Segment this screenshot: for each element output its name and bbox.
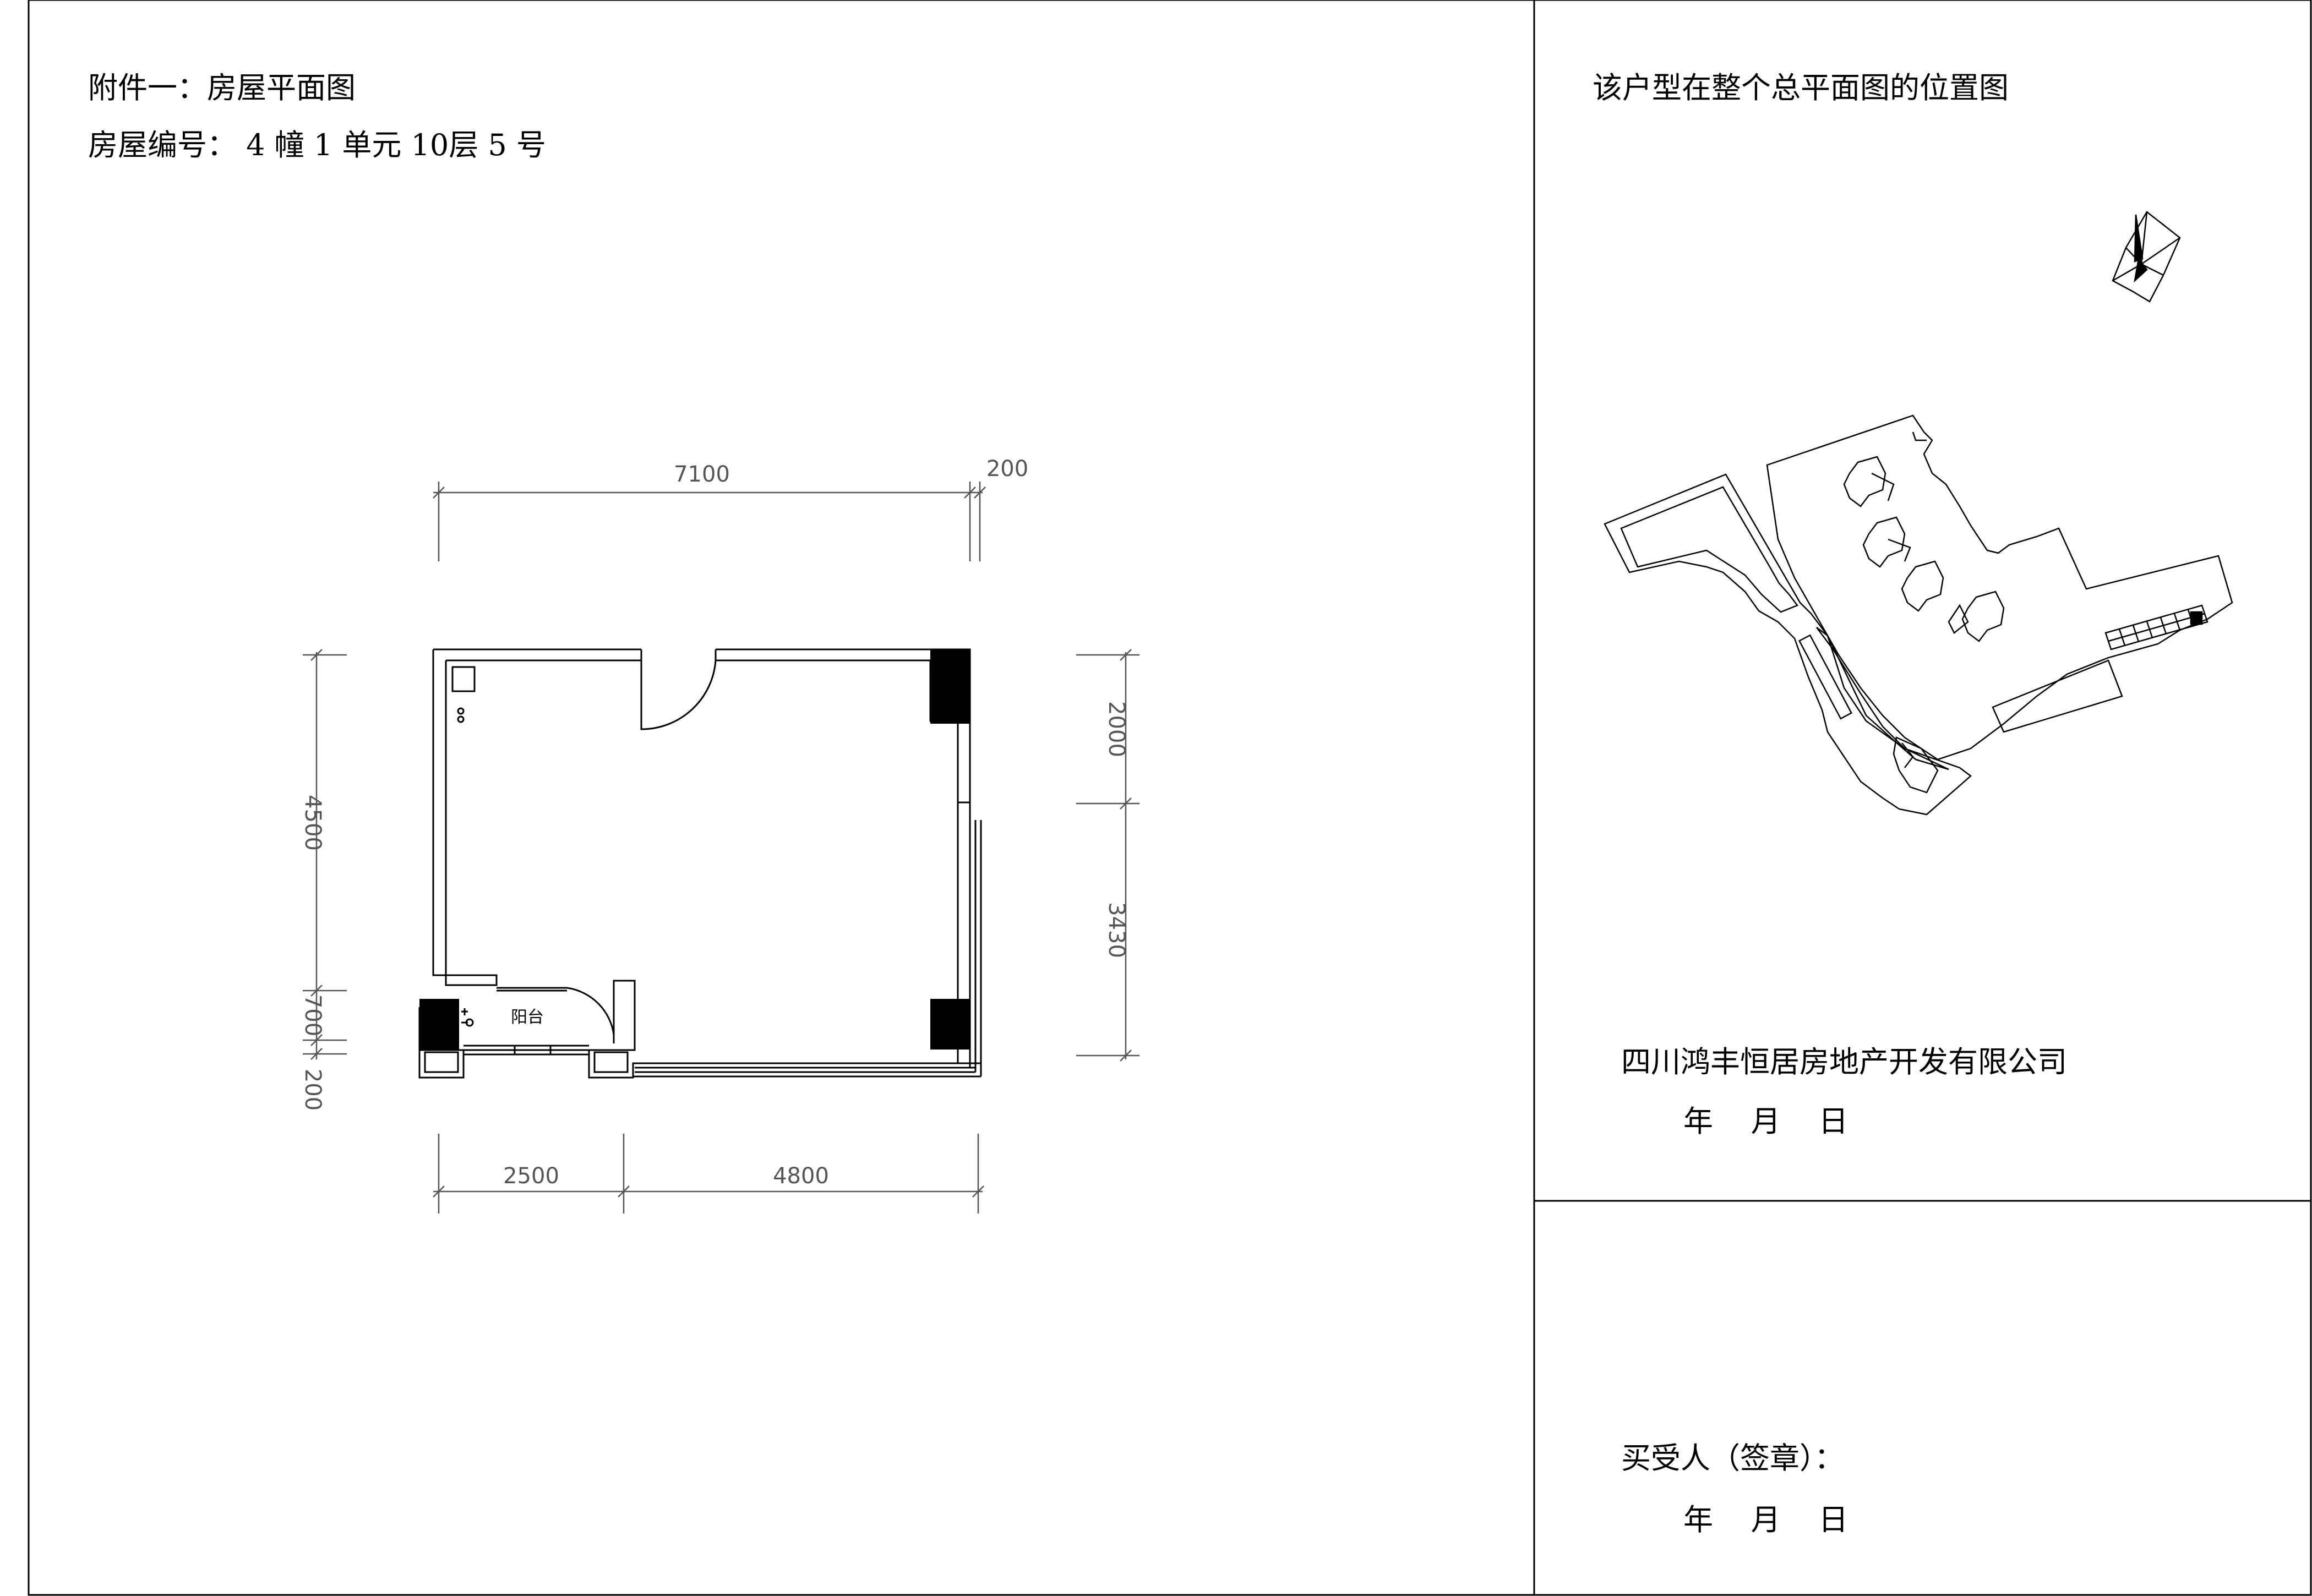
column-top-right — [930, 649, 970, 724]
column-bottom-right — [930, 999, 970, 1050]
dim-left-700: 700 — [300, 994, 325, 1036]
site-plan — [1604, 414, 2233, 816]
balcony-label: 阳台 — [511, 1008, 544, 1027]
dimension-bottom — [433, 1134, 984, 1214]
dim-right-2000: 2000 — [1104, 701, 1129, 757]
attachment-title: 附件一：房屋平面图 — [88, 70, 356, 105]
buyer-signature: 买受人（签章）： — [1621, 1441, 1844, 1475]
company-name: 四川鸿丰恒居房地产开发有限公司 — [1621, 1045, 2067, 1079]
walls — [418, 648, 982, 1079]
column-bottom-left — [419, 999, 459, 1050]
dim-top-200: 200 — [986, 456, 1028, 482]
north-arrow-icon — [2112, 211, 2181, 303]
dimension-top — [433, 482, 986, 561]
floor-plan: 阳台 7100 200 4500 700 200 — [300, 456, 1139, 1214]
house-number: 房屋编号： 4 幢 1 单元 10层 5 号 — [88, 128, 546, 162]
location-title: 该户型在整个总平面图的位置图 — [1593, 70, 2009, 105]
door-swings — [497, 660, 717, 1035]
dim-left-4500: 4500 — [300, 795, 325, 851]
target-building — [2104, 604, 2209, 651]
dim-right-3430: 3430 — [1104, 902, 1129, 958]
sheet-frame — [28, 0, 2312, 1596]
dim-top-7100: 7100 — [674, 462, 730, 487]
fixtures — [451, 666, 476, 1027]
dim-left-200: 200 — [300, 1069, 325, 1111]
date-line-buyer: 年 月 日 — [1683, 1502, 1848, 1537]
unit-location-marker — [2190, 611, 2203, 625]
dim-bottom-2500: 2500 — [503, 1163, 559, 1189]
floor-drain-icon — [451, 666, 476, 692]
dim-bottom-4800: 4800 — [773, 1163, 829, 1189]
date-line-company: 年 月 日 — [1683, 1104, 1848, 1139]
dimension-right — [1076, 649, 1139, 1062]
dimension-left — [303, 649, 347, 1060]
columns — [419, 649, 970, 1050]
